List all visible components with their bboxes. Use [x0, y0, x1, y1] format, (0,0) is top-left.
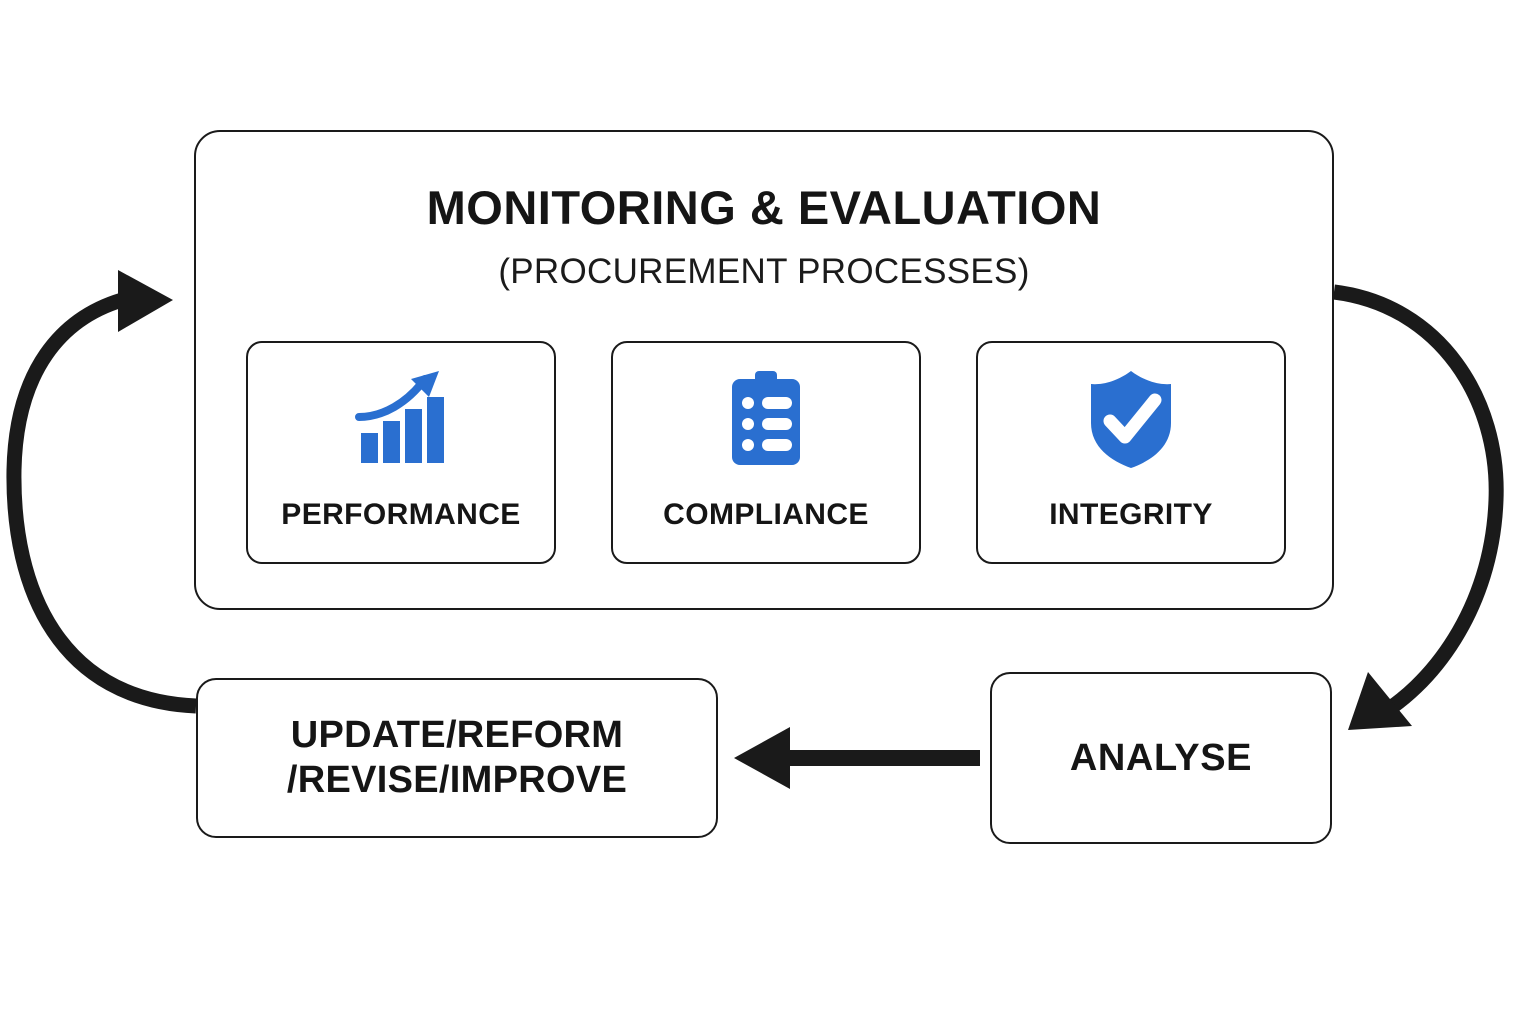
step-box-analyse[interactable]: ANALYSE: [990, 672, 1332, 844]
step-update-line-1: UPDATE/REFORM: [290, 714, 624, 757]
pillar-label-integrity: INTEGRITY: [1049, 498, 1213, 531]
clipboard-checklist-icon: [714, 365, 818, 473]
analyse-to-update-arrow: [734, 727, 980, 789]
step-analyse-label: ANALYSE: [1069, 736, 1253, 779]
bar-chart-growth-icon: [349, 365, 453, 473]
step-update-line-2: /REVISE/IMPROVE: [286, 759, 628, 801]
pillar-cards-row: PERFORMANCE: [246, 341, 1286, 564]
update-to-monitoring-arrow: [6, 270, 197, 714]
pillar-card-performance[interactable]: PERFORMANCE: [246, 341, 556, 564]
monitoring-evaluation-panel: MONITORING & EVALUATION (PROCUREMENT PRO…: [194, 130, 1334, 610]
pillar-label-performance: PERFORMANCE: [281, 498, 521, 531]
pillar-card-integrity[interactable]: INTEGRITY: [976, 341, 1286, 564]
panel-subtitle: (PROCUREMENT PROCESSES): [498, 252, 1030, 291]
step-box-update-reform[interactable]: UPDATE/REFORM /REVISE/IMPROVE: [196, 678, 718, 838]
pillar-label-compliance: COMPLIANCE: [663, 498, 869, 531]
page-title: MONITORING & EVALUATION: [426, 181, 1102, 234]
shield-check-icon: [1079, 365, 1183, 473]
monitoring-to-analyse-arrow: [1333, 284, 1504, 730]
pillar-card-compliance[interactable]: COMPLIANCE: [611, 341, 921, 564]
